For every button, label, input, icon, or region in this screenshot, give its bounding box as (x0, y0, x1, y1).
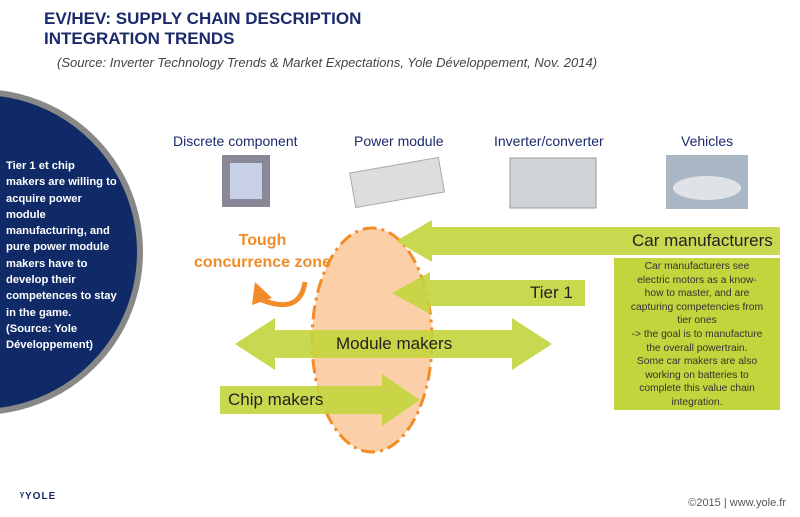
car-manufacturers-label: Car manufacturers (632, 231, 773, 250)
curved-arrow-icon (261, 281, 308, 308)
side-note: Tier 1 et chip makers are willing to acq… (6, 160, 117, 352)
page-title: EV/HEV: SUPPLY CHAIN DESCRIPTION INTEGRA… (44, 9, 362, 48)
yole-logo: ᵞYOLE (20, 490, 57, 502)
column-inverter-converter: Inverter/converter (494, 133, 604, 149)
module-makers-arrow (235, 318, 552, 370)
car-manufacturers-arrow (396, 220, 780, 262)
module-makers-label: Module makers (336, 334, 453, 353)
column-vehicles: Vehicles (681, 133, 734, 149)
side-circle (0, 90, 143, 414)
tier1-label: Tier 1 (530, 283, 573, 302)
column-power-module: Power module (354, 133, 444, 149)
chip-makers-label: Chip makers (228, 390, 324, 409)
car-manufacturers-note: Car manufacturers see electric motors as… (614, 258, 780, 410)
subtitle: (Source: Inverter Technology Trends & Ma… (57, 55, 598, 70)
power-module-image (349, 156, 446, 209)
tier1-arrow (392, 272, 585, 314)
chip-makers-arrow (220, 374, 420, 426)
footer-copyright: ©2015 | www.yole.fr (688, 497, 786, 509)
concurrence-zone-label: Tough concurrence zone (194, 232, 331, 271)
inverter-image (509, 157, 597, 209)
column-discrete-component: Discrete component (173, 133, 298, 149)
